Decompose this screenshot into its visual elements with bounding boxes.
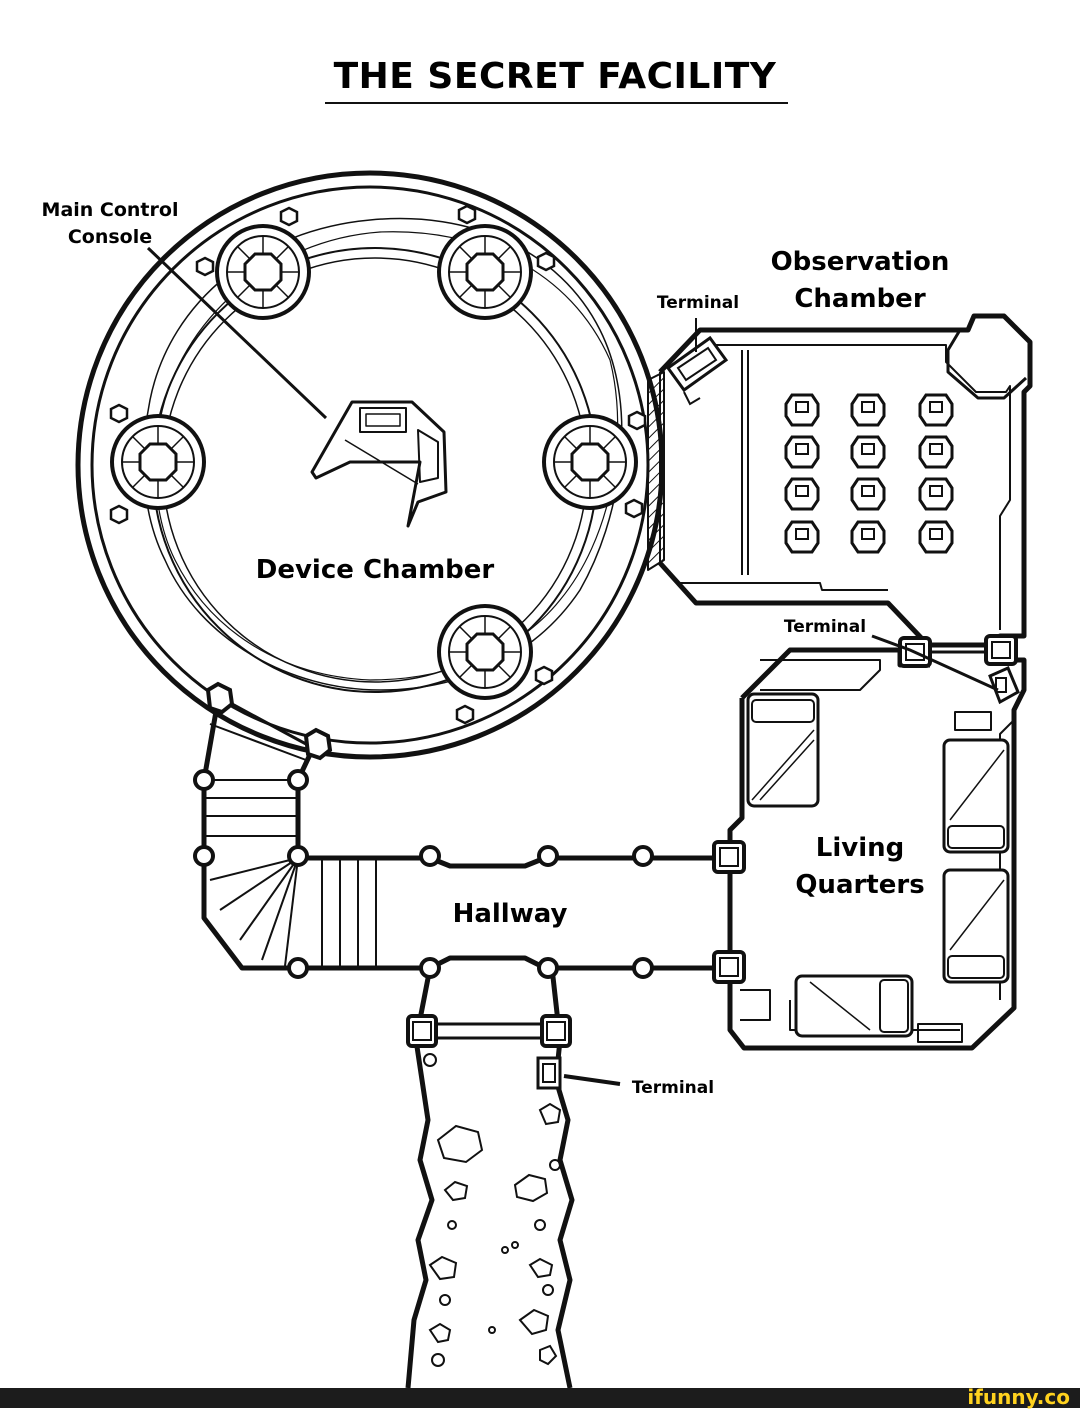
terminal-label: Terminal [784, 617, 866, 637]
turbine [110, 414, 206, 510]
living-quarters-label: Living [816, 833, 904, 863]
hallway [298, 855, 733, 971]
turbine [437, 604, 533, 700]
door-inner [231, 641, 1011, 1041]
turbine [215, 224, 311, 320]
callout-lines [146, 246, 999, 1086]
bed [746, 692, 820, 808]
watermark: ifunny.co [967, 1385, 1070, 1409]
stair-steps [204, 723, 307, 967]
bed [794, 974, 914, 1038]
turbine [542, 414, 638, 510]
device-chamber [75, 170, 665, 760]
hex-bolts [109, 204, 647, 725]
watermark-bar [0, 1388, 1080, 1408]
hallway-label: Hallway [453, 899, 568, 929]
device-chamber-label: Device Chamber [256, 555, 495, 585]
main-control-console [310, 400, 448, 528]
main-console-label: Main Control [42, 199, 179, 221]
bed [942, 738, 1010, 854]
observation-chamber-label: Observation [771, 247, 950, 277]
hallway-stairs [321, 858, 377, 968]
bed [942, 868, 1010, 984]
terminal-living [988, 666, 1020, 705]
turbine [437, 224, 533, 320]
observation-chamber [647, 313, 1033, 648]
living-quarters-label: Quarters [795, 870, 924, 900]
observation-chamber-label: Chamber [794, 284, 925, 314]
main-console-label: Console [68, 226, 152, 248]
cave-rocks [423, 1053, 562, 1367]
terminal-tunnel [536, 1056, 562, 1090]
terminal-label: Terminal [657, 293, 739, 313]
map-title: THE SECRET FACILITY [334, 56, 777, 97]
terminal-label: Terminal [632, 1078, 714, 1098]
observation-seats [784, 393, 954, 554]
